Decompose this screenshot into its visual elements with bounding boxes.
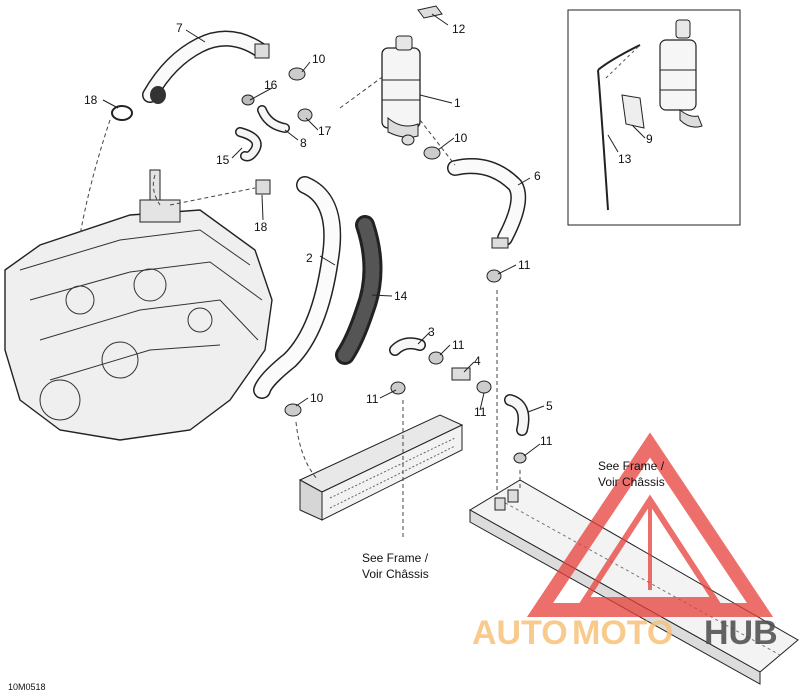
note-right-line1: See Frame / xyxy=(598,459,665,473)
callout-6: 6 xyxy=(534,169,541,183)
cap-12 xyxy=(417,5,443,19)
callout-3: 3 xyxy=(428,325,435,339)
leader-lines xyxy=(102,13,545,457)
clamps-18 xyxy=(111,105,271,195)
coolant-tank-1 xyxy=(381,35,421,138)
callout-10-mid: 10 xyxy=(454,131,468,145)
heat-exchanger xyxy=(298,414,464,521)
inset-panel xyxy=(567,9,741,226)
note-center-line2: Voir Châssis xyxy=(362,567,429,581)
callout-2: 2 xyxy=(306,251,313,265)
routing-lines xyxy=(79,74,521,540)
hose-14 xyxy=(335,215,383,365)
callout-1: 1 xyxy=(454,96,461,110)
callout-11-b: 11 xyxy=(452,338,465,352)
callout-11-e: 11 xyxy=(540,434,553,448)
callout-4: 4 xyxy=(474,354,481,368)
callout-9: 9 xyxy=(646,132,653,146)
brand-part-2: MOTO xyxy=(572,614,673,652)
watermark-brand: AUTO MOTO HUB xyxy=(472,614,778,652)
watermark-logo xyxy=(526,432,774,617)
hose-6 xyxy=(401,134,527,249)
callout-10-bottom: 10 xyxy=(310,391,324,405)
document-number: 10M0518 xyxy=(8,682,46,692)
callout-8: 8 xyxy=(300,136,307,150)
callout-12: 12 xyxy=(452,22,466,36)
note-center-line1: See Frame / xyxy=(362,551,429,565)
brand-part-1: AUTO xyxy=(472,614,568,652)
callout-5: 5 xyxy=(546,399,553,413)
small-hoses xyxy=(235,94,313,162)
callout-10-top: 10 xyxy=(312,52,326,66)
callout-labels: 7 12 10 18 16 1 17 8 15 10 9 13 6 18 2 1… xyxy=(84,21,653,448)
callout-7: 7 xyxy=(176,21,183,35)
brand-part-3: HUB xyxy=(704,614,778,652)
callout-11-d: 11 xyxy=(474,405,487,419)
engine-block xyxy=(4,169,273,441)
callout-18-left: 18 xyxy=(84,93,98,107)
callout-14: 14 xyxy=(394,289,408,303)
callout-18-mid: 18 xyxy=(254,220,268,234)
note-right-line2: Voir Châssis xyxy=(598,475,665,489)
callout-15: 15 xyxy=(216,153,230,167)
hose-2 xyxy=(253,176,342,417)
frame-notes: See Frame / Voir Châssis See Frame / Voi… xyxy=(362,459,665,581)
callout-11-a: 11 xyxy=(518,258,531,272)
callout-17: 17 xyxy=(318,124,332,138)
callout-13: 13 xyxy=(618,152,632,166)
callout-16: 16 xyxy=(264,78,278,92)
callout-11-c: 11 xyxy=(366,392,379,406)
clamp-10-top xyxy=(288,67,306,81)
hose-7 xyxy=(142,30,270,104)
